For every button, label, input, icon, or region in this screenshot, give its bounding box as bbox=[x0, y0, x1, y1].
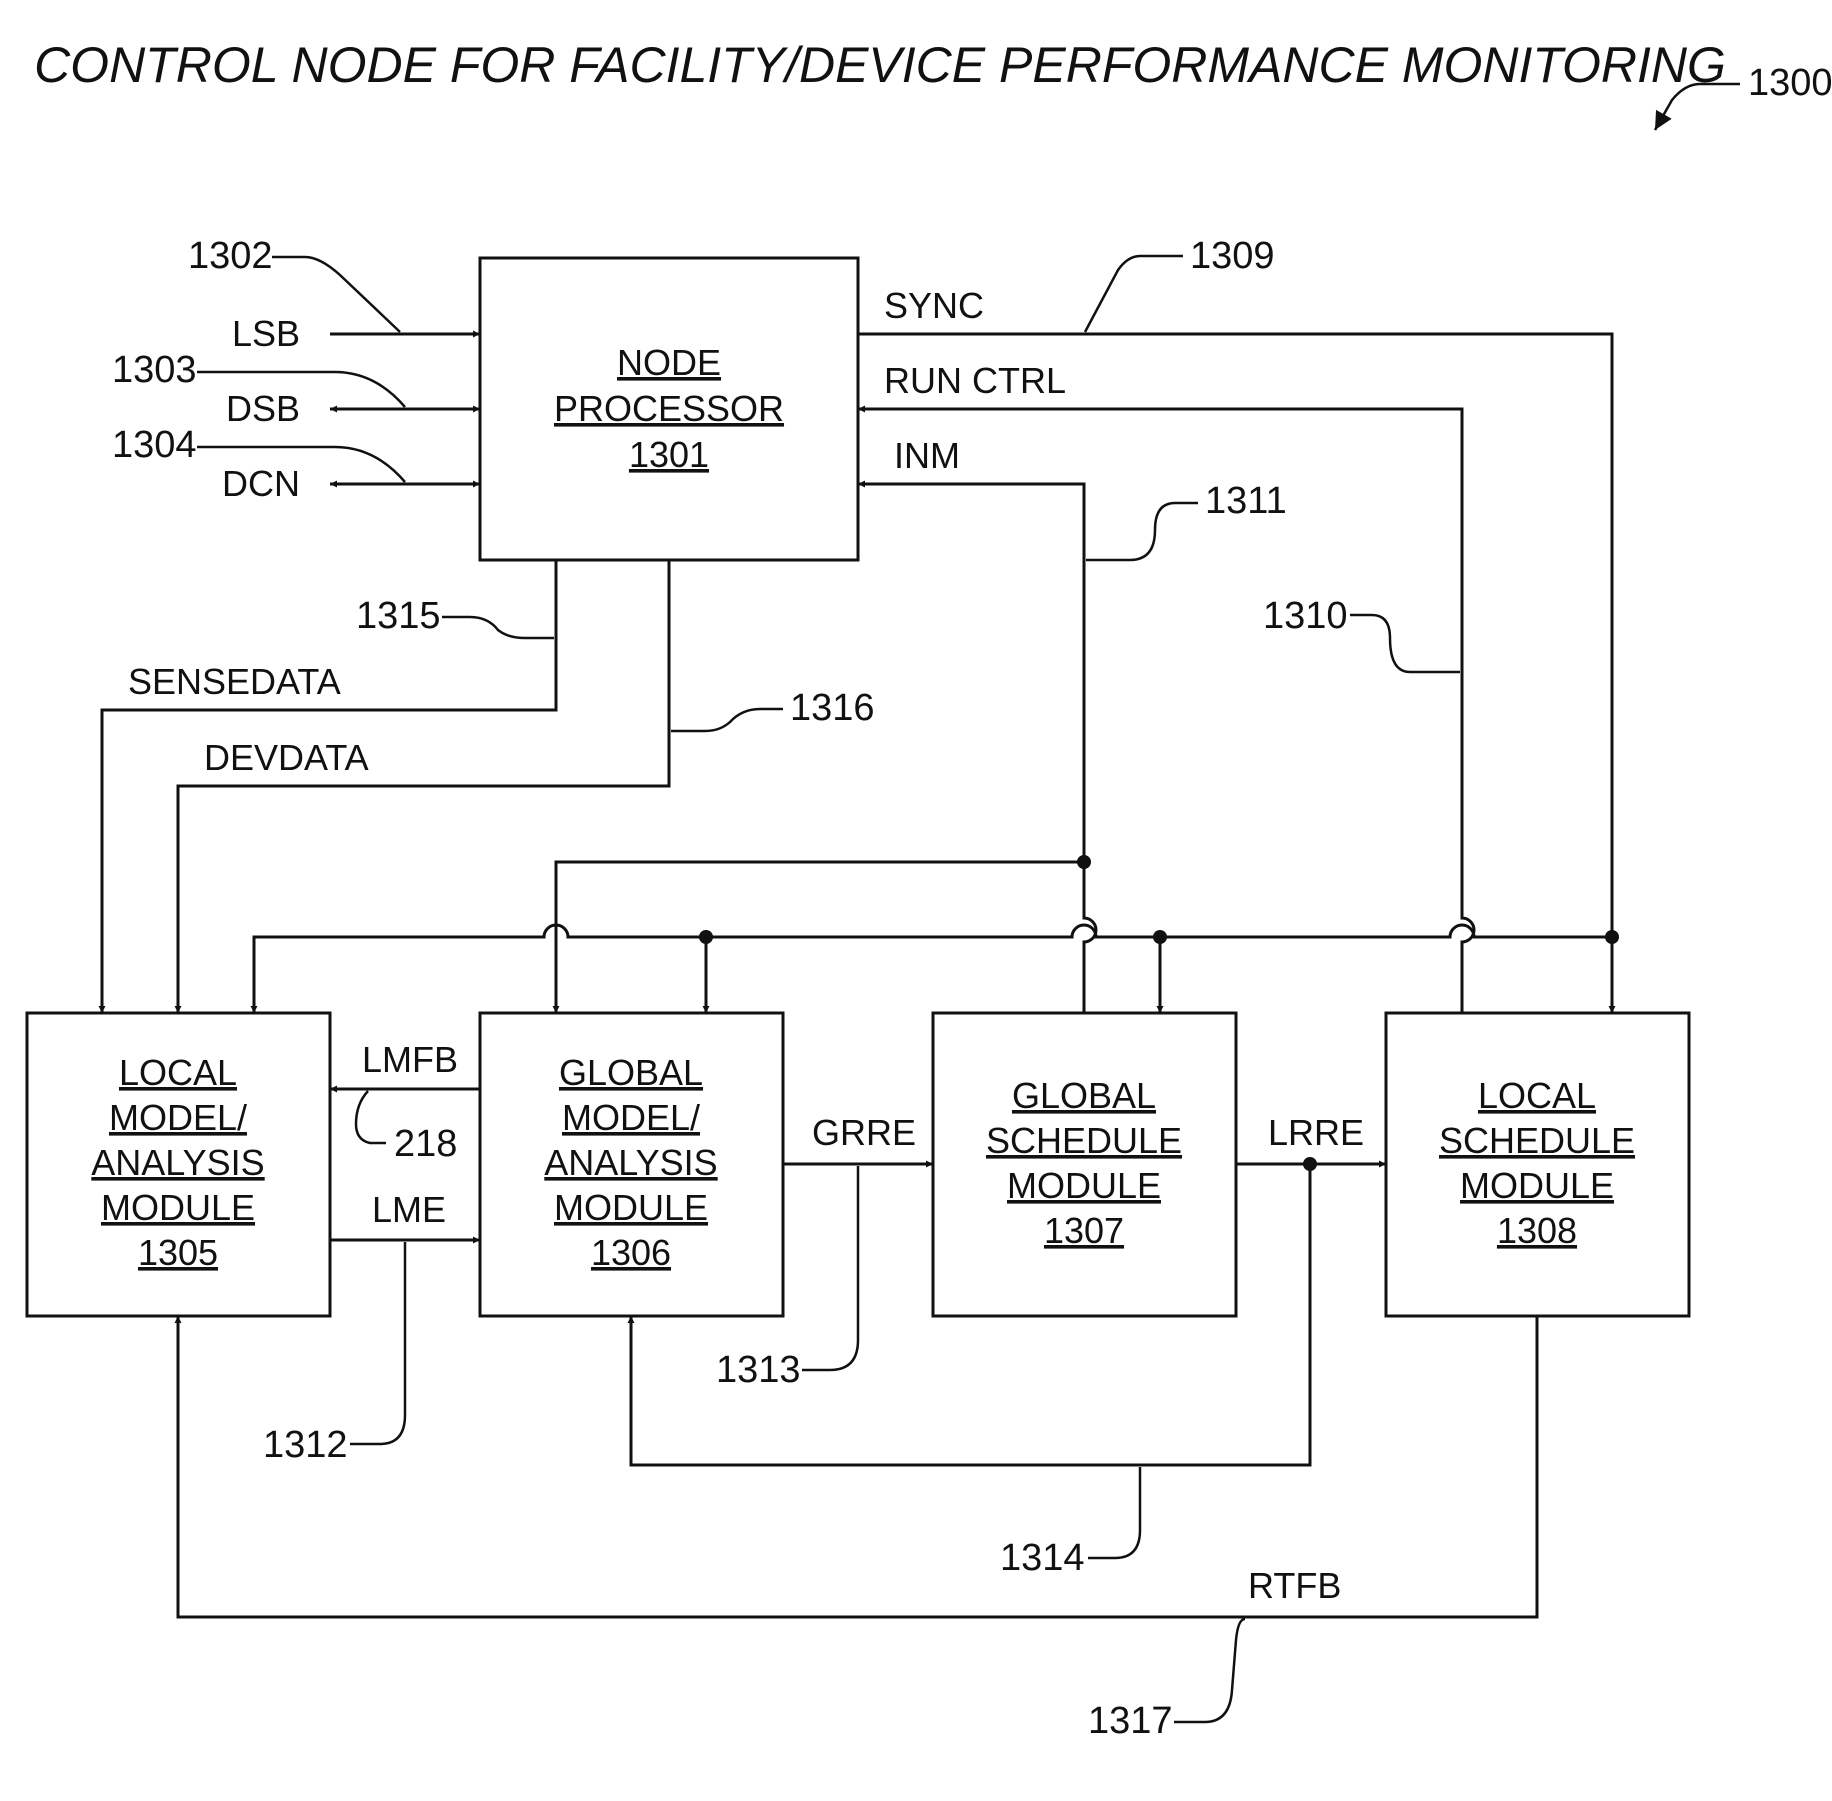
global-model-label-line2: MODEL/ bbox=[562, 1097, 700, 1138]
global-schedule-label-line3: MODULE bbox=[1007, 1165, 1161, 1206]
rtfb-label: RTFB bbox=[1248, 1565, 1341, 1606]
leader-1315 bbox=[442, 617, 554, 638]
junction-global-schedule-drop bbox=[1153, 930, 1167, 944]
figure-ref-label: 1300 bbox=[1748, 62, 1832, 104]
leader-1316 bbox=[671, 709, 783, 731]
leader-1309 bbox=[1085, 256, 1183, 332]
lsb-label: LSB bbox=[232, 313, 300, 354]
ref-1315: 1315 bbox=[356, 595, 441, 637]
ref-218: 218 bbox=[394, 1123, 457, 1165]
local-model-label-line4: MODULE bbox=[101, 1187, 255, 1228]
sync-bus-line bbox=[254, 925, 1612, 1013]
leader-218 bbox=[356, 1091, 386, 1143]
local-model-label-line2: MODEL/ bbox=[109, 1097, 247, 1138]
local-model-label-line1: LOCAL bbox=[119, 1052, 237, 1093]
node-processor-label-line2: PROCESSOR bbox=[554, 388, 784, 429]
lrre-label: LRRE bbox=[1268, 1112, 1364, 1153]
leader-1317 bbox=[1174, 1619, 1245, 1722]
node-processor-ref: 1301 bbox=[629, 434, 709, 475]
node-processor-block: NODE PROCESSOR 1301 bbox=[480, 258, 858, 560]
local-schedule-block: LOCAL SCHEDULE MODULE 1308 bbox=[1386, 1013, 1689, 1316]
run-ctrl-line bbox=[858, 409, 1474, 1013]
sync-label: SYNC bbox=[884, 285, 984, 326]
global-schedule-ref: 1307 bbox=[1044, 1210, 1124, 1251]
ref-1317: 1317 bbox=[1088, 1700, 1173, 1742]
local-model-label-line3: ANALYSIS bbox=[91, 1142, 264, 1183]
diagram-title: CONTROL NODE FOR FACILITY/DEVICE PERFORM… bbox=[34, 37, 1726, 93]
global-model-label-line4: MODULE bbox=[554, 1187, 708, 1228]
inm-label: INM bbox=[894, 435, 960, 476]
global-schedule-block: GLOBAL SCHEDULE MODULE 1307 bbox=[933, 1013, 1236, 1316]
global-model-block: GLOBAL MODEL/ ANALYSIS MODULE 1306 bbox=[480, 1013, 783, 1316]
ref-1302: 1302 bbox=[188, 235, 273, 277]
ref-1303: 1303 bbox=[112, 349, 197, 391]
leader-1313 bbox=[802, 1166, 858, 1370]
node-processor-label-line1: NODE bbox=[617, 342, 721, 383]
local-model-ref: 1305 bbox=[138, 1232, 218, 1273]
global-model-ref: 1306 bbox=[591, 1232, 671, 1273]
junction-sync-bus bbox=[1605, 930, 1619, 944]
dsb-label: DSB bbox=[226, 388, 300, 429]
grre-label: GRRE bbox=[812, 1112, 916, 1153]
global-schedule-label-line1: GLOBAL bbox=[1012, 1075, 1156, 1116]
sync-line bbox=[858, 334, 1612, 1013]
junction-inm bbox=[1077, 855, 1091, 869]
local-schedule-label-line3: MODULE bbox=[1460, 1165, 1614, 1206]
sensedata-label: SENSEDATA bbox=[128, 661, 341, 702]
ref-1312: 1312 bbox=[263, 1424, 348, 1466]
dcn-label: DCN bbox=[222, 463, 300, 504]
local-model-block: LOCAL MODEL/ ANALYSIS MODULE 1305 bbox=[27, 1013, 330, 1316]
devdata-label: DEVDATA bbox=[204, 737, 369, 778]
leader-1310 bbox=[1350, 615, 1460, 672]
lmfb-label: LMFB bbox=[362, 1039, 458, 1080]
leader-1314 bbox=[1088, 1467, 1140, 1558]
ref-1310: 1310 bbox=[1263, 595, 1348, 637]
global-model-label-line1: GLOBAL bbox=[559, 1052, 703, 1093]
local-schedule-ref: 1308 bbox=[1497, 1210, 1577, 1251]
leader-1311 bbox=[1086, 503, 1198, 560]
local-schedule-label-line1: LOCAL bbox=[1478, 1075, 1596, 1116]
global-schedule-label-line2: SCHEDULE bbox=[986, 1120, 1182, 1161]
ref-1316: 1316 bbox=[790, 687, 875, 729]
lme-label: LME bbox=[372, 1189, 446, 1230]
global-model-label-line3: ANALYSIS bbox=[544, 1142, 717, 1183]
ref-1313: 1313 bbox=[716, 1349, 801, 1391]
leader-1312 bbox=[350, 1242, 405, 1444]
ref-1311: 1311 bbox=[1205, 480, 1287, 522]
ref-1304: 1304 bbox=[112, 424, 197, 466]
ref-1309: 1309 bbox=[1190, 235, 1275, 277]
inm-line bbox=[858, 484, 1096, 1013]
ref-1314: 1314 bbox=[1000, 1537, 1085, 1579]
local-schedule-label-line2: SCHEDULE bbox=[1439, 1120, 1635, 1161]
run-ctrl-label: RUN CTRL bbox=[884, 360, 1066, 401]
junction-global-model-drop bbox=[699, 930, 713, 944]
